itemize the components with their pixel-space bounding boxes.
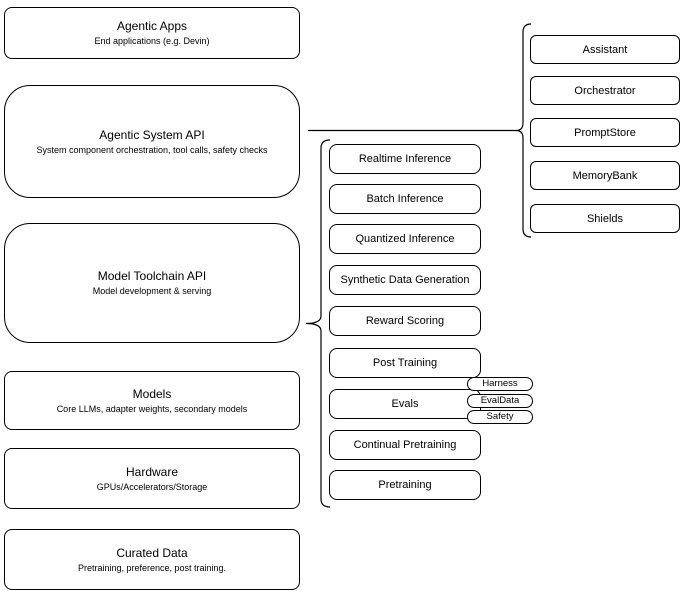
node-subtitle: Core LLMs, adapter weights, secondary mo… <box>56 403 248 414</box>
node-batch-inference: Batch Inference <box>329 184 481 214</box>
node-title: Model Toolchain API <box>97 269 207 283</box>
node-title: Curated Data <box>116 545 188 560</box>
node-model-toolchain-api: Model Toolchain API Model development & … <box>4 223 300 343</box>
node-subtitle: System component orchestration, tool cal… <box>36 144 268 155</box>
node-label: MemoryBank <box>572 169 638 182</box>
node-title: Hardware <box>125 464 179 479</box>
tag-safety: Safety <box>467 410 533 424</box>
node-label: Synthetic Data Generation <box>340 274 470 286</box>
node-shields: Shields <box>530 204 680 233</box>
node-title: Agentic Apps <box>116 19 188 33</box>
brace-toolchain <box>305 139 331 508</box>
node-label: Quantized Inference <box>355 233 455 245</box>
tag-label: Harness <box>482 378 518 389</box>
node-memorybank: MemoryBank <box>530 161 680 190</box>
node-subtitle: GPUs/Accelerators/Storage <box>96 481 208 492</box>
node-label: PromptStore <box>574 126 636 139</box>
tag-evaldata: EvalData <box>467 393 533 408</box>
node-subtitle: Pretraining, preference, post training. <box>77 562 227 573</box>
node-title: Agentic System API <box>99 127 205 142</box>
node-label: Batch Inference <box>366 193 444 205</box>
node-subtitle: Model development & serving <box>92 286 212 296</box>
node-label: Post Training <box>372 357 438 369</box>
node-promptstore: PromptStore <box>530 118 680 147</box>
node-realtime-inference: Realtime Inference <box>329 144 481 174</box>
node-label: Assistant <box>582 43 628 56</box>
node-post-training: Post Training <box>329 348 481 378</box>
node-hardware: Hardware GPUs/Accelerators/Storage <box>4 448 300 509</box>
node-subtitle: End applications (e.g. Devin) <box>94 36 210 46</box>
tag-harness: Harness <box>467 377 533 391</box>
node-quantized-inference: Quantized Inference <box>329 224 481 254</box>
node-continual-pretraining: Continual Pretraining <box>329 430 481 460</box>
node-title: Models <box>132 386 172 401</box>
tag-label: EvalData <box>480 394 520 406</box>
node-label: Continual Pretraining <box>353 439 457 451</box>
node-curated-data: Curated Data Pretraining, preference, po… <box>4 529 300 590</box>
node-orchestrator: Orchestrator <box>530 76 680 105</box>
node-label: Shields <box>586 212 624 225</box>
node-agentic-apps: Agentic Apps End applications (e.g. Devi… <box>4 7 300 59</box>
node-evals: Evals <box>329 389 481 419</box>
node-label: Evals <box>391 398 419 410</box>
tag-label: Safety <box>486 411 514 422</box>
node-label: Reward Scoring <box>365 315 445 327</box>
node-label: Realtime Inference <box>358 153 452 165</box>
node-agentic-system-api: Agentic System API System component orch… <box>4 85 300 198</box>
node-reward-scoring: Reward Scoring <box>329 306 481 336</box>
node-label: Pretraining <box>378 479 432 491</box>
node-synthetic-data-generation: Synthetic Data Generation <box>329 265 481 295</box>
node-assistant: Assistant <box>530 35 680 64</box>
node-label: Orchestrator <box>574 84 636 97</box>
node-pretraining: Pretraining <box>329 470 481 500</box>
brace-system-components <box>515 23 532 238</box>
node-models: Models Core LLMs, adapter weights, secon… <box>4 371 300 430</box>
